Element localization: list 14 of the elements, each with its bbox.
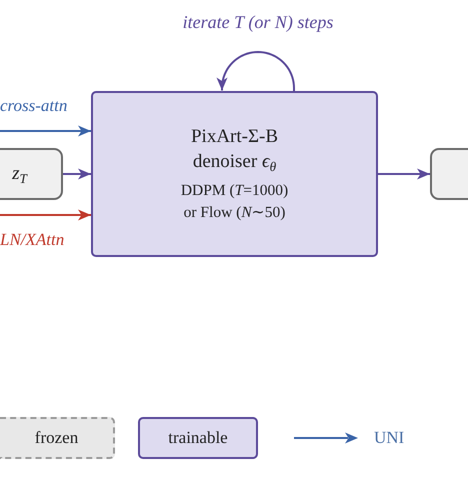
arrow [216,51,295,91]
legend-label: UNI [374,428,404,448]
node-text: DDPM (T=1000) or Flow (N∼50) [180,181,290,223]
node-title: PixArt-Σ-B denoiser ϵ$_{θ}$ [190,125,280,174]
arrow [0,210,91,220]
legend-label: trainable [168,428,228,448]
input-box [0,148,63,200]
process-box [91,91,378,257]
legend-label: frozen [34,428,78,448]
arrow [63,168,91,180]
output-box [430,148,468,200]
arrow [0,126,91,136]
node-label: z$_{T}$ [12,163,27,185]
arrow [378,168,430,180]
